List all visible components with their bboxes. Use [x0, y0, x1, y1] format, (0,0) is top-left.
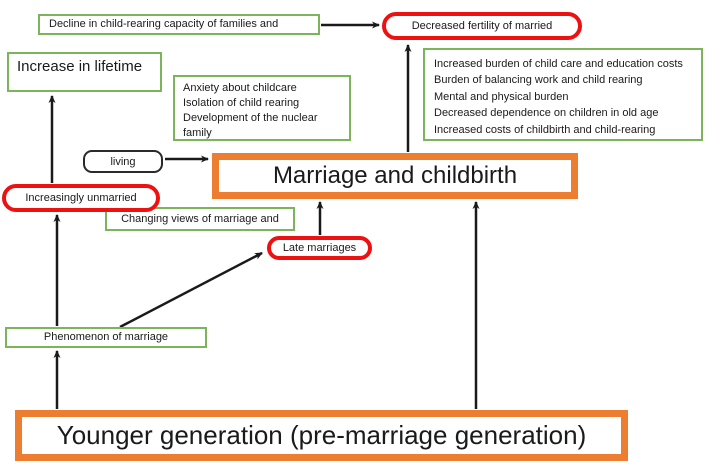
node-childcare-anxiety-list: Anxiety about childcare Isolation of chi… [173, 75, 351, 141]
anxiety-line: Anxiety about childcare [183, 82, 297, 94]
node-marriage-and-childbirth: Marriage and childbirth [212, 153, 578, 199]
node-living: living [83, 150, 163, 173]
burden-line: Increased costs of childbirth and child-… [434, 123, 656, 136]
node-increase-in-lifetime: Increase in lifetime [7, 52, 162, 92]
node-phenomenon-of-marriage: Phenomenon of marriage [5, 327, 207, 348]
node-changing-views: Changing views of marriage and [105, 207, 295, 231]
anxiety-line: Development of the nuclear family [183, 112, 318, 139]
node-younger-generation: Younger generation (pre-marriage generat… [15, 410, 628, 461]
arrow-phenomenon-to-late [119, 251, 263, 329]
burden-line: Increased burden of child care and educa… [434, 58, 683, 70]
callout-decreased-fertility: Decreased fertility of married [382, 12, 582, 40]
callout-late-marriages: Late marriages [267, 236, 372, 260]
node-decline-in-child-rearing: Decline in child-rearing capacity of fam… [38, 14, 320, 35]
node-burden-list: Increased burden of child care and educa… [423, 48, 703, 141]
burden-line: Decreased dependence on children in old … [434, 107, 659, 120]
burden-line: Mental and physical burden [434, 90, 569, 103]
callout-increasingly-unmarried: Increasingly unmarried [2, 184, 160, 212]
anxiety-line: Isolation of child rearing [183, 97, 300, 109]
burden-line: Burden of balancing work and child reari… [434, 74, 643, 87]
